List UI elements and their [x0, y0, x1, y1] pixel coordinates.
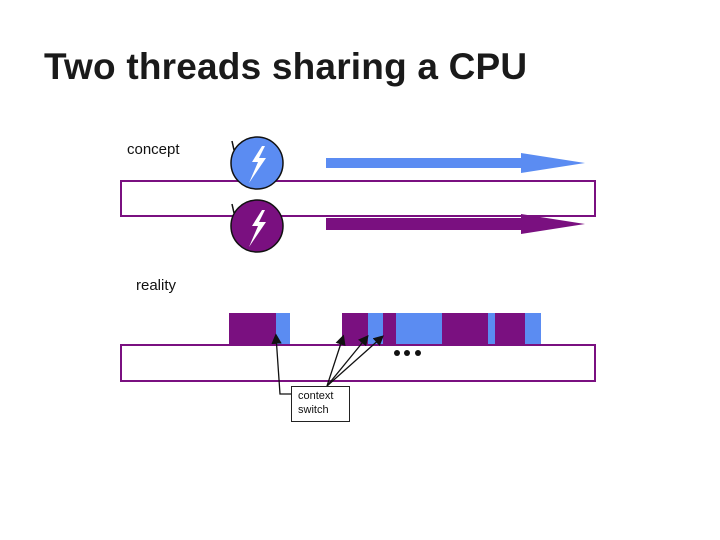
ellipsis-dots	[394, 350, 421, 356]
cpu-bar-reality	[120, 344, 596, 382]
segment-thread-b	[495, 313, 525, 350]
concept-label: concept	[127, 141, 180, 158]
cpu-bar-concept	[120, 180, 596, 217]
lightning-bolt-icon	[249, 146, 266, 183]
segment-thread-b	[383, 313, 396, 350]
segment-thread-b	[229, 313, 276, 350]
thread-b-icon	[230, 199, 284, 253]
thread-a-icon	[230, 136, 284, 190]
thread-b-arrow	[326, 214, 585, 234]
context-switch-callout: context switch	[291, 386, 350, 422]
slide-title: Two threads sharing a CPU	[44, 46, 528, 87]
segment-thread-a	[488, 313, 495, 350]
thread-a-arrow	[326, 153, 585, 173]
lightning-bolt-icon	[249, 210, 266, 247]
context-switch-line-1: context	[298, 390, 334, 402]
reality-label: reality	[136, 277, 177, 294]
segment-thread-a	[525, 313, 541, 350]
context-switch-pointers	[271, 333, 384, 395]
segment-thread-a	[396, 313, 442, 350]
context-switch-line-2: switch	[298, 404, 329, 416]
segment-thread-b	[442, 313, 488, 350]
